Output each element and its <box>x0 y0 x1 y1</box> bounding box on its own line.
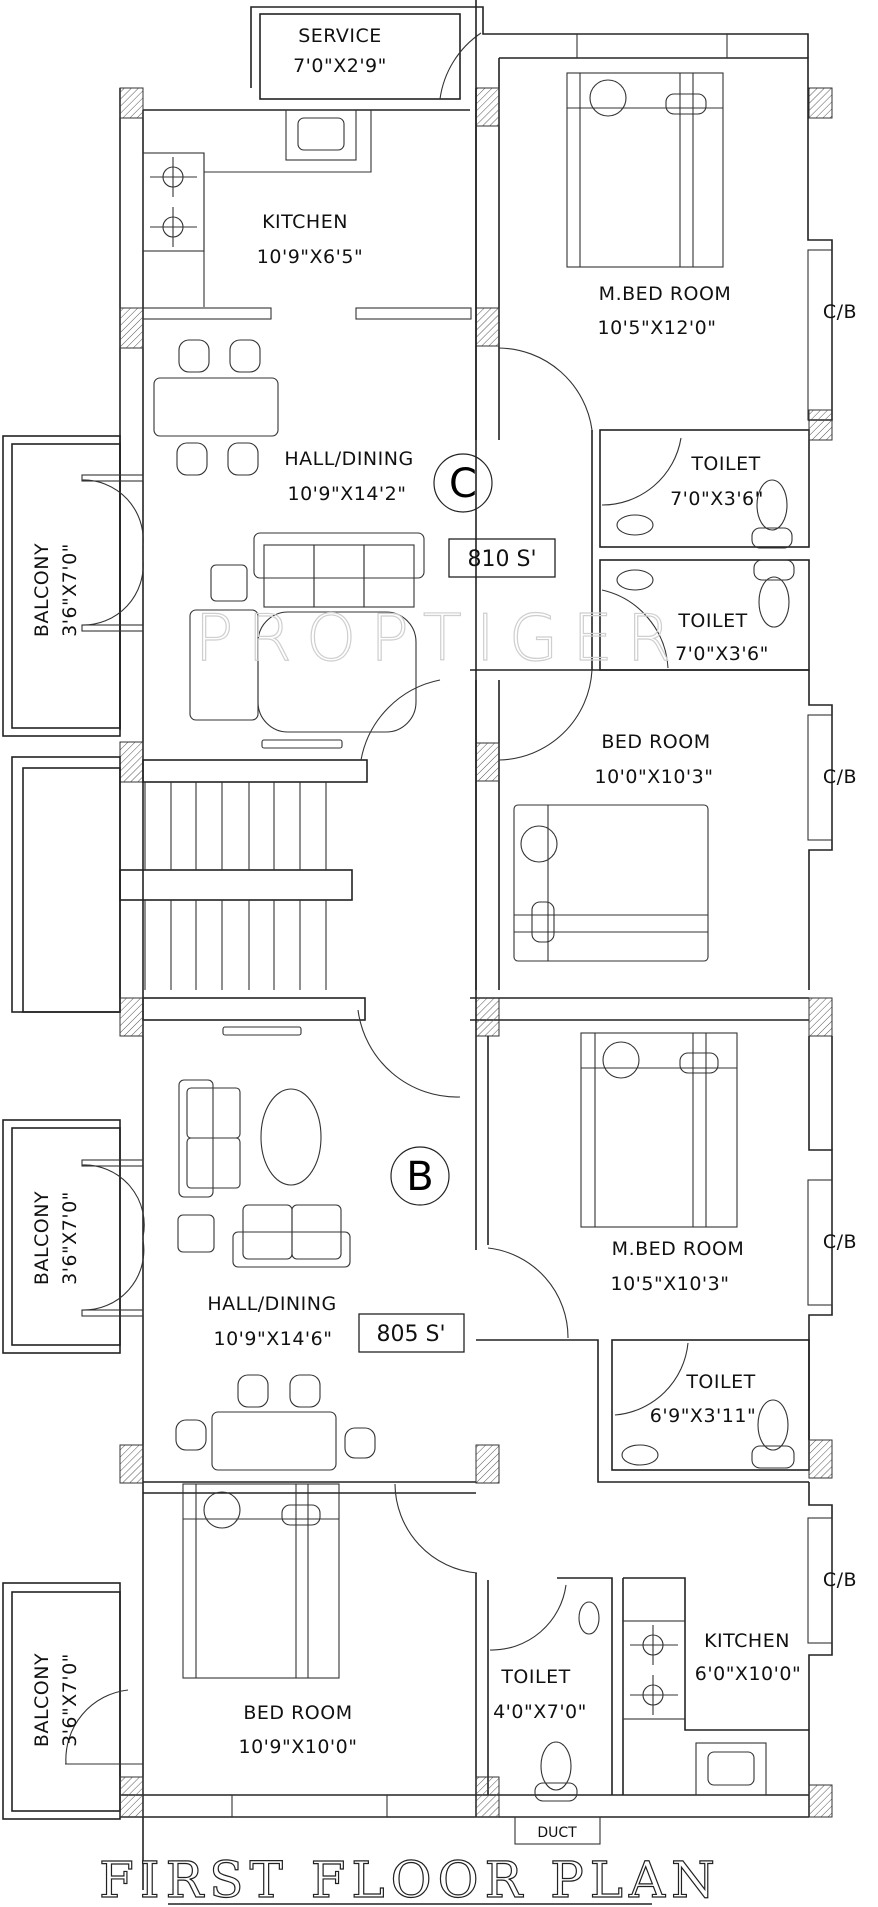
room-label: HALL/DINING <box>284 448 413 470</box>
bed-icon <box>182 1483 340 1679</box>
cupboard-label: C/B <box>823 766 857 788</box>
door-swing <box>439 32 482 100</box>
service-room <box>259 13 461 100</box>
room-label: KITCHEN <box>704 1630 790 1652</box>
column <box>475 307 500 347</box>
room-size: 3'6"X7'0" <box>59 1653 81 1747</box>
cupboard <box>807 1179 833 1306</box>
room-size: 10'5"X12'0" <box>598 317 717 339</box>
room-label: TOILET <box>677 610 747 632</box>
duct <box>514 1816 601 1845</box>
toilet-room <box>599 429 810 548</box>
column <box>119 741 144 783</box>
room-size: 6'0"X10'0" <box>695 1663 801 1685</box>
room-size: 10'9"X6'5" <box>257 246 363 268</box>
plan-title: FIRST FLOOR PLAN <box>99 1851 721 1907</box>
room-size: 7'0"X3'6" <box>675 643 769 665</box>
room-label: BED ROOM <box>243 1702 352 1724</box>
room-label: HALL/DINING <box>207 1293 336 1315</box>
room-size: 10'9"X14'2" <box>288 483 407 505</box>
stove-icon <box>622 1620 686 1720</box>
window <box>231 1794 388 1818</box>
unit-b-marker <box>390 1146 450 1206</box>
room-label: BALCONY <box>31 1653 53 1747</box>
cupboard <box>807 249 833 421</box>
column <box>119 87 144 119</box>
column <box>808 1439 833 1479</box>
column <box>119 307 144 349</box>
toilet-room <box>611 1339 810 1471</box>
bed-icon <box>566 72 724 268</box>
bed-icon <box>513 804 709 962</box>
column <box>475 742 500 782</box>
sofa-icon <box>189 532 425 733</box>
tv-unit <box>222 1026 302 1036</box>
area-value: 805 S' <box>377 1322 446 1347</box>
dining-table-icon <box>175 1374 376 1471</box>
kitchen-sink <box>285 109 357 161</box>
dining-table-icon <box>153 339 279 476</box>
room-label: KITCHEN <box>262 211 348 233</box>
column <box>119 1776 144 1818</box>
room-size: 10'5"X10'3" <box>611 1273 730 1295</box>
column <box>808 409 833 441</box>
cupboard <box>807 1517 833 1644</box>
unit-c <box>2 6 833 1890</box>
cupboard-label: C/B <box>823 301 857 323</box>
column <box>808 87 833 119</box>
cupboard-label: C/B <box>823 1231 857 1253</box>
duct-label: DUCT <box>537 1825 577 1841</box>
room-label: M.BED ROOM <box>612 1238 745 1260</box>
sofa-icon <box>177 1079 351 1268</box>
column <box>475 1444 500 1484</box>
room-label: BALCONY <box>31 1191 53 1285</box>
room-size: 7'0"X2'9" <box>293 55 387 77</box>
window <box>576 33 728 59</box>
area-box <box>358 1313 465 1353</box>
unit-id: C <box>449 461 477 507</box>
room-label: M.BED ROOM <box>599 283 732 305</box>
tv-unit <box>261 739 343 749</box>
bed-icon <box>580 1032 738 1228</box>
room-size: 7'0"X3'6" <box>670 488 764 510</box>
room-size: 6'9"X3'11" <box>650 1405 756 1427</box>
column <box>475 1776 500 1818</box>
labels: SERVICE 7'0"X2'9" KITCHEN 10'9"X6'5" M.B… <box>31 25 857 1841</box>
stove-icon <box>142 152 205 252</box>
room-size: 10'9"X10'0" <box>239 1736 358 1758</box>
room-size: 3'6"X7'0" <box>59 543 81 637</box>
column <box>808 997 833 1037</box>
cupboard-label: C/B <box>823 1569 857 1591</box>
column <box>808 1784 833 1818</box>
area-value: 810 S' <box>468 547 537 572</box>
room-label: SERVICE <box>298 25 382 47</box>
unit-id: B <box>406 1154 433 1200</box>
room-size: 10'9"X14'6" <box>214 1328 333 1350</box>
room-size: 3'6"X7'0" <box>59 1191 81 1285</box>
column <box>475 87 500 127</box>
room-size: 4'0"X7'0" <box>493 1701 587 1723</box>
column <box>119 1444 144 1484</box>
area-box <box>448 538 556 578</box>
kitchen-sink <box>695 1742 767 1796</box>
room-label: TOILET <box>685 1371 755 1393</box>
watermark: PROPTIGER <box>195 602 686 676</box>
room-label: TOILET <box>500 1666 570 1688</box>
cupboard <box>807 714 833 841</box>
column <box>475 997 500 1037</box>
room-label: BED ROOM <box>601 731 710 753</box>
staircase <box>11 679 461 1098</box>
room-label: TOILET <box>690 453 760 475</box>
room-size: 10'0"X10'3" <box>595 766 714 788</box>
unit-b <box>2 0 833 1845</box>
unit-c-marker <box>433 453 493 513</box>
room-label: BALCONY <box>31 543 53 637</box>
